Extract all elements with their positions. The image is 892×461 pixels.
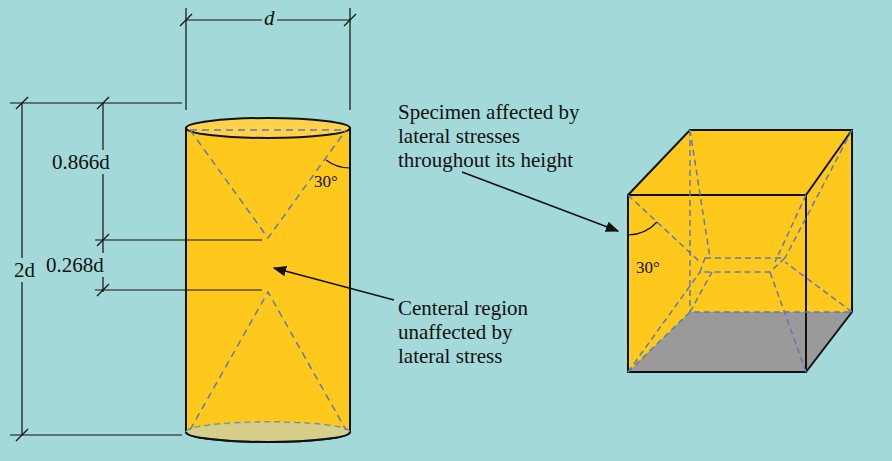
leader-arrows [274,172,618,300]
callout-text: Centeral region unaffected by lateral st… [398,296,548,368]
callout-text: Specimen affected by lateral stresses th… [398,100,603,172]
dimension-label: 0.268d [44,253,106,277]
cylinder-specimen [186,118,350,442]
angle-label: 30° [636,258,660,278]
dimension-label: 2d [12,258,37,282]
dimension-label: d [262,6,277,30]
dimension-lines [10,8,356,441]
dimension-label: 0.866d [50,150,112,174]
cube-specimen [628,130,852,372]
angle-label: 30° [314,172,338,192]
